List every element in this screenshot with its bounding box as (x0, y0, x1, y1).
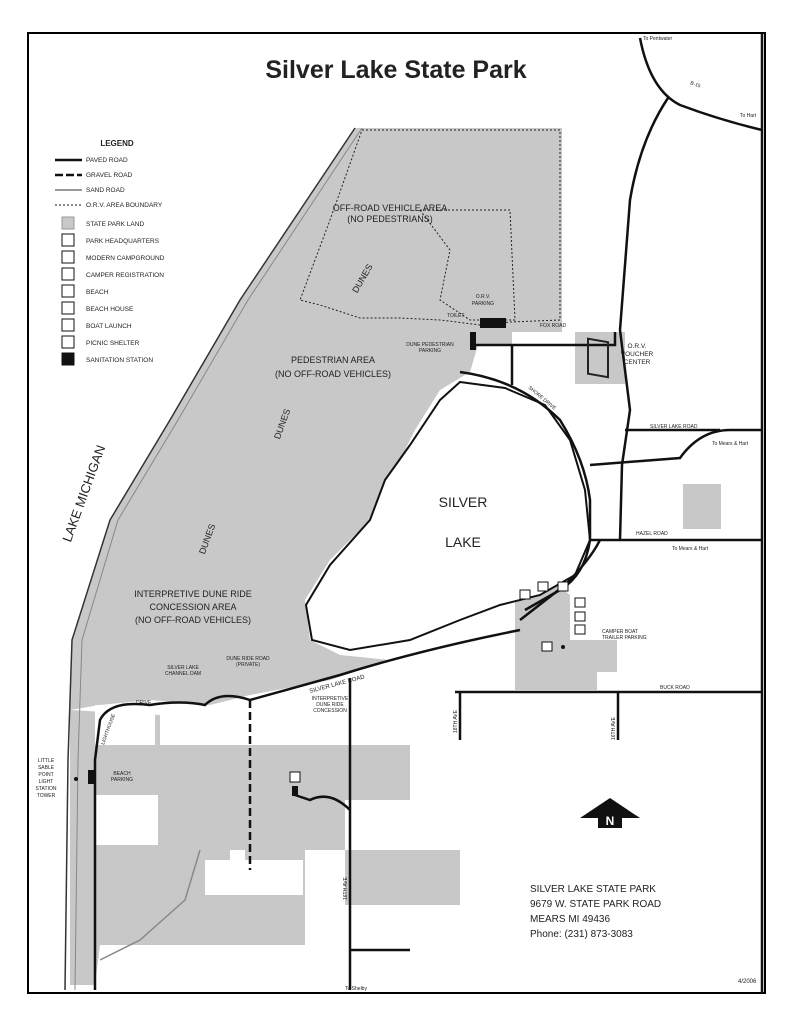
beach-house-icon (557, 581, 569, 592)
hazel-road-label: HAZEL ROAD (636, 531, 668, 537)
legend-label: MODERN CAMPGROUND (86, 255, 165, 262)
to-shelby-label: To Shelby (345, 986, 367, 992)
lake-michigan-shoreline (64, 127, 356, 991)
legend-label: BOAT LAUNCH (86, 323, 132, 330)
dune-ride-road-label: DUNE RIDE ROAD (226, 656, 270, 662)
dune-ride-road-label: (PRIVATE) (236, 662, 260, 668)
to-mears-hart-label: To Mears & Hart (712, 441, 749, 447)
orv-parking-lot (480, 318, 506, 328)
lighthouse-label: POINT (38, 772, 53, 778)
silver-lake-label: LAKE (445, 534, 481, 550)
orv-voucher-label: VOUCHER (621, 351, 654, 358)
18th-ave-label: 18TH AVE (453, 709, 459, 733)
interpretive-concession-label: INTERPRETIVE (312, 696, 349, 702)
camper-boat-parking-label: TRAILER PARKING (602, 635, 647, 641)
legend-symbols (55, 158, 82, 366)
lighthouse-label: LIGHT (39, 779, 54, 785)
interpretive-concession-label: CONCESSION (313, 708, 347, 714)
orv-voucher-label: O.R.V. (628, 343, 647, 350)
pedestrian-area-label: (NO OFF-ROAD VEHICLES) (275, 369, 391, 379)
legend-label: O.R.V. AREA BOUNDARY (86, 202, 163, 209)
orv-area-boundary (299, 129, 561, 326)
legend-label: PAVED ROAD (86, 157, 128, 164)
to-mears-hart-label: To Mears & Hart (672, 546, 709, 552)
legend-label: SAND ROAD (86, 187, 125, 194)
map-date: 4/2006 (738, 979, 757, 985)
map-title: Silver Lake State Park (265, 56, 526, 84)
concession-area-label: CONCESSION AREA (149, 602, 236, 612)
beach-parking-label: PARKING (111, 777, 133, 783)
buck-road-label: BUCK ROAD (660, 685, 690, 691)
registration-icon (574, 611, 586, 622)
to-pentwater-label: To Pentwater (643, 36, 673, 42)
drive-label: DRIVE (136, 700, 152, 706)
to-hart-label: To Hart (740, 113, 757, 119)
channel-dam-label: CHANNEL DAM (165, 671, 201, 677)
lighthouse-label: STATION (36, 786, 57, 792)
legend: LEGEND PAVED ROAD GRAVEL ROAD SAND ROAD … (86, 139, 165, 364)
fox-road-label: FOX ROAD (540, 323, 567, 329)
legend-label: BEACH (86, 289, 109, 296)
16th-ave-label: 16TH AVE (611, 716, 617, 740)
interpretive-concession-label: DUNE RIDE (316, 702, 344, 708)
beach-parking-lot (88, 770, 94, 784)
dune-pedestrian-parking-label: DUNE PEDESTRIAN (406, 342, 454, 348)
lighthouse-label: TOWER (37, 793, 56, 799)
park-headquarters-icon (289, 771, 301, 783)
orv-area-label: OFF-ROAD VEHICLE AREA (333, 203, 448, 213)
silver-lake-road-label: SILVER LAKE ROAD (650, 424, 698, 430)
legend-label: GRAVEL ROAD (86, 172, 133, 179)
north-arrow-icon: N (580, 798, 640, 828)
pedestrian-area-label: PEDESTRIAN AREA (291, 355, 375, 365)
silver-lake (304, 380, 592, 652)
16th-ave-label: 16TH AVE (343, 876, 349, 900)
park-phone: Phone: (231) 873-3083 (530, 929, 633, 940)
legend-label: CAMPER REGISTRATION (86, 272, 164, 279)
beach-parking-label: BEACH (113, 771, 131, 777)
legend-label: SANITATION STATION (86, 357, 153, 364)
park-name: SILVER LAKE STATE PARK (530, 884, 656, 895)
orv-voucher-label: CENTER (624, 359, 651, 366)
north-label: N (606, 814, 615, 828)
legend-label: PARK HEADQUARTERS (86, 238, 160, 245)
legend-label: BEACH HOUSE (86, 306, 134, 313)
legend-heading: LEGEND (100, 139, 134, 148)
orv-area-label: (NO PEDESTRIANS) (347, 214, 433, 224)
boat-launch-icon (537, 581, 549, 592)
address-block: SILVER LAKE STATE PARK 9679 W. STATE PAR… (530, 884, 661, 940)
concession-area-label: (NO OFF-ROAD VEHICLES) (135, 615, 251, 625)
picnic-shelter-icon (574, 597, 586, 608)
channel-dam-label: SILVER LAKE (167, 665, 199, 671)
dune-pedestrian-parking-label: PARKING (419, 348, 441, 354)
beach-icon (519, 589, 531, 600)
legend-label: PICNIC SHELTER (86, 340, 140, 347)
campground-icon (541, 641, 553, 652)
campground-facility-icons (519, 581, 586, 652)
camper-boat-parking-label: CAMPER BOAT (602, 629, 638, 635)
sand-road (99, 849, 201, 961)
b15-label: B-15 (689, 80, 701, 89)
orv-voucher-building (587, 337, 609, 379)
toilet-label: TOILET (447, 313, 464, 319)
dune-pedestrian-parking-lot (470, 332, 476, 350)
legend-label: STATE PARK LAND (86, 221, 144, 228)
silver-lake-label: SILVER (439, 494, 488, 510)
lighthouse-label: SABLE (38, 765, 55, 771)
orv-parking-label: O.R.V. (476, 294, 491, 300)
park-street: 9679 W. STATE PARK ROAD (530, 899, 661, 910)
orv-parking-label: PARKING (472, 301, 494, 307)
park-city: MEARS MI 49436 (530, 914, 610, 925)
concession-area-label: INTERPRETIVE DUNE RIDE (134, 589, 252, 599)
lighthouse-label: LITTLE (38, 758, 55, 764)
sanitation-icon (574, 624, 586, 635)
lighthouse-marker (74, 777, 78, 781)
